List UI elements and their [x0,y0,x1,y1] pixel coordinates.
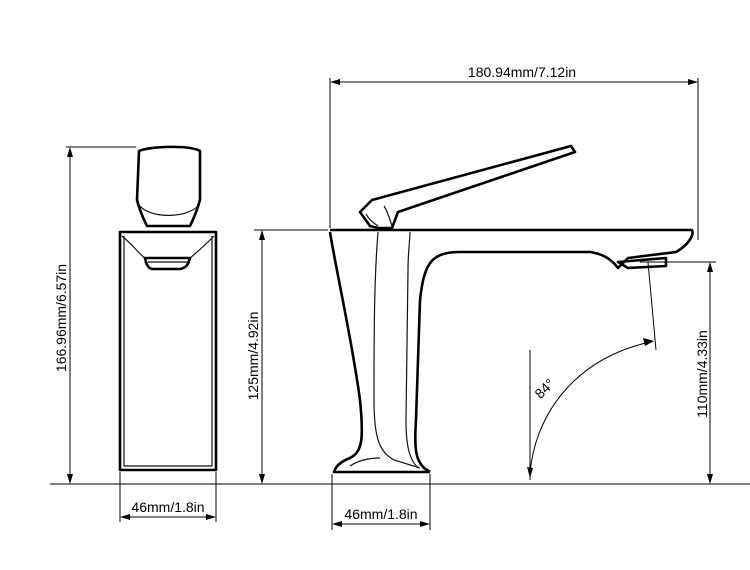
angle-label: 84° [531,375,557,401]
front-base-width-dimension [331,474,431,530]
total-width-dimension [329,78,699,240]
angle-dimension [527,261,657,480]
spout-height-dimension [640,261,716,484]
body-height-label: 125mm/4.92in [245,312,261,401]
faucet-side-view [118,145,218,472]
side-base-width-label: 46mm/1.8in [131,499,204,515]
body-height-dimension [254,229,328,484]
height-total-label: 166.96mm/6.57in [53,264,69,372]
front-base-width-label: 46mm/1.8in [344,506,417,522]
faucet-profile-view [328,144,694,474]
total-width-label: 180.94mm/7.12in [468,64,576,80]
spout-height-label: 110mm/4.33in [694,330,710,418]
side-base-width-dimension [119,472,217,522]
height-total-dimension [66,146,136,485]
